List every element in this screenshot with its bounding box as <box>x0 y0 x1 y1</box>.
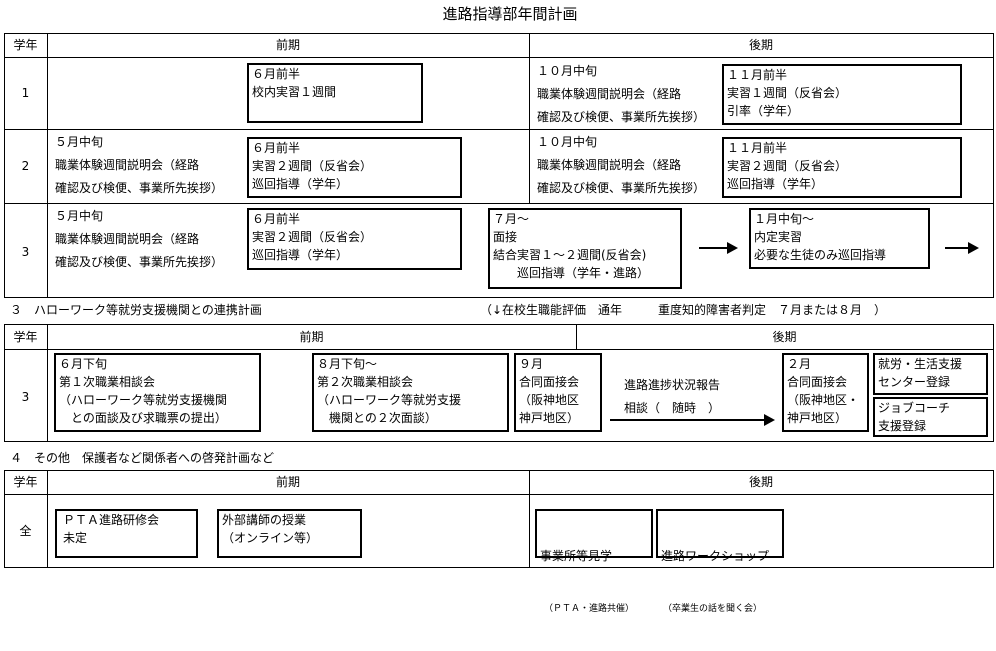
event-subtitle: （卒業生の話を聞く会） <box>663 604 763 614</box>
event-box: ＰＴＡ進路研修会 未定 <box>55 509 198 558</box>
event-box: 進路ワークショップ （卒業生の話を聞く会） <box>656 509 784 614</box>
second-half-column-header: 後期 <box>772 330 797 344</box>
training-box: ６月前半 校内実習１週間 <box>247 63 423 123</box>
grade-column-header: 学年 <box>13 38 38 52</box>
event-box: 外部講師の授業 （オンライン等） <box>217 509 362 558</box>
training-box: １１月前半 実習２週間（反省会） 巡回指導（学年） <box>722 137 962 198</box>
schedule-text: １０月中旬 職業体験週間説明会（経路 確認及び検便、事業所先挨拶） <box>537 64 706 124</box>
first-half-column-header: 前期 <box>299 330 324 344</box>
training-box: ７月～ 面接 結合実習１～２週間(反省会) 巡回指導（学年・進路） <box>488 208 682 289</box>
section-heading: ３ ハローワーク等就労支援機関との連携計画 <box>10 303 262 317</box>
interview-box: ９月 合同面接会 （阪神地区 神戸地区） <box>514 353 602 432</box>
second-half-column-header: 後期 <box>748 475 773 489</box>
training-box: ６月前半 実習２週間（反省会） 巡回指導（学年） <box>247 208 462 270</box>
event-subtitle: （ＰＴＡ・進路共催） <box>544 604 635 614</box>
grade-label: 1 <box>21 86 30 100</box>
grade-column-header: 学年 <box>13 330 38 344</box>
first-half-column-header: 前期 <box>275 475 300 489</box>
second-half-column-header: 後期 <box>748 38 773 52</box>
event-title: 事業所等見学 <box>540 549 613 563</box>
grade-label: 2 <box>21 159 30 173</box>
grade-label: 全 <box>19 524 32 538</box>
progress-report-text: 進路進捗状況報告 相談（ 随時 ） <box>624 378 721 415</box>
registration-box: ジョブコーチ 支援登録 <box>873 397 988 437</box>
page-title: 進路指導部年間計画 <box>442 5 578 23</box>
training-box: ６月前半 実習２週間（反省会） 巡回指導（学年） <box>247 137 462 198</box>
event-title: 進路ワークショップ <box>661 549 770 563</box>
event-box: 事業所等見学 （ＰＴＡ・進路共催） <box>535 509 653 614</box>
registration-box: 就労・生活支援 センター登録 <box>873 353 988 395</box>
grade-label: 3 <box>21 245 30 259</box>
section-heading: ４ その他 保護者など関係者への啓発計画など <box>10 451 275 465</box>
training-box: １１月前半 実習１週間（反省会） 引率（学年） <box>722 64 962 125</box>
section-note: （↓在校生職能評価 通年 重度知的障害者判定 ７月または８月 ） <box>480 303 887 317</box>
training-box: １月中旬～ 内定実習 必要な生徒のみ巡回指導 <box>749 208 930 269</box>
schedule-text: ５月中旬 職業体験週間説明会（経路 確認及び検便、事業所先挨拶） <box>55 135 224 195</box>
interview-box: ２月 合同面接会 （阪神地区・ 神戸地区） <box>782 353 869 432</box>
first-half-column-header: 前期 <box>275 38 300 52</box>
schedule-text: ５月中旬 職業体験週間説明会（経路 確認及び検便、事業所先挨拶） <box>55 209 224 269</box>
grade-label: 3 <box>21 390 30 404</box>
consultation-box: ６月下旬 第１次職業相談会 （ハローワーク等就労支援機関 との面談及び求職票の提… <box>54 353 261 432</box>
schedule-text: １０月中旬 職業体験週間説明会（経路 確認及び検便、事業所先挨拶） <box>537 135 706 195</box>
consultation-box: ８月下旬～ 第２次職業相談会 （ハローワーク等就労支援 機関との２次面談） <box>312 353 509 432</box>
grade-column-header: 学年 <box>13 475 38 489</box>
